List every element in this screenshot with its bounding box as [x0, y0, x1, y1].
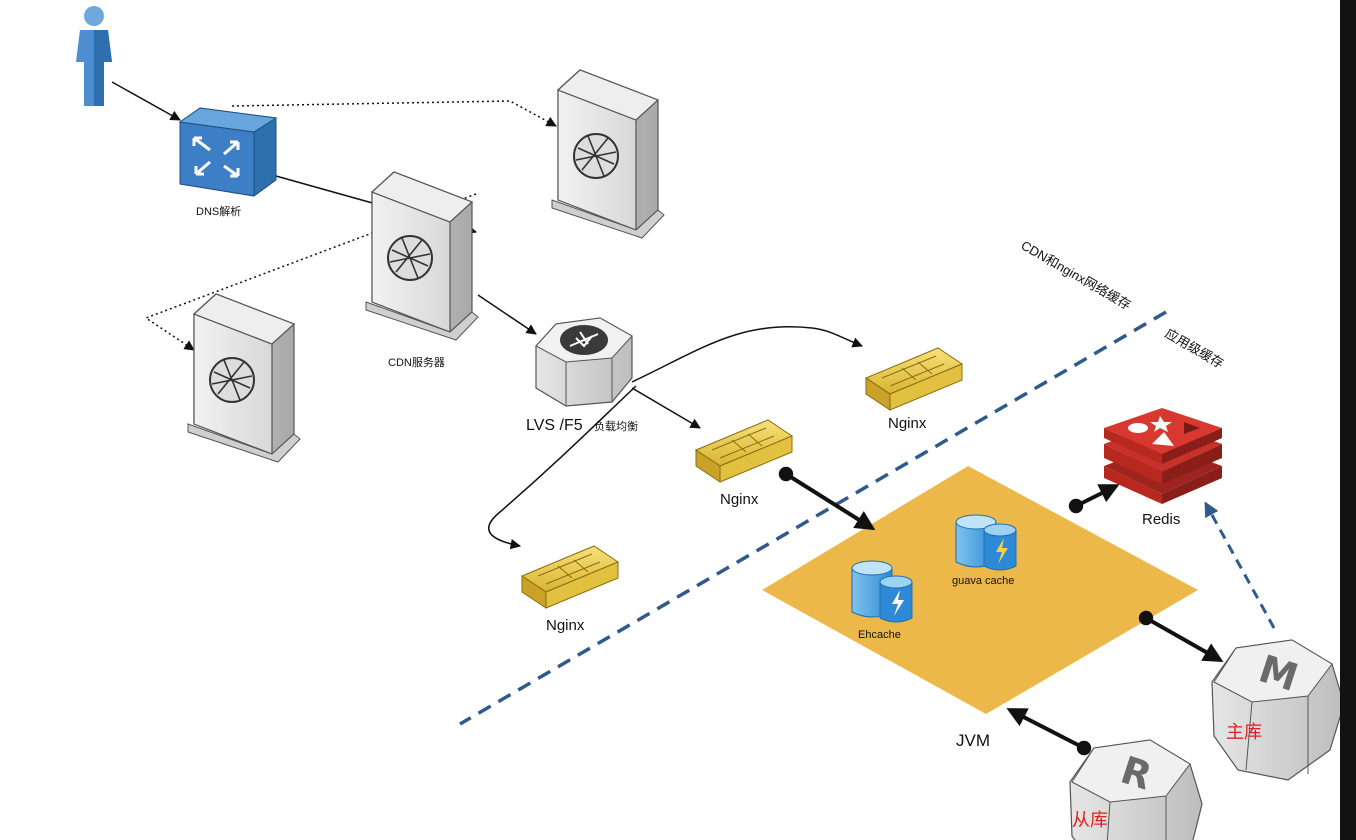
- cdn-server-label: CDN服务器: [388, 356, 445, 369]
- guava-label: guava cache: [952, 575, 1014, 587]
- nginx-brick-icon-mid: [695, 419, 793, 483]
- user-icon: [76, 6, 112, 106]
- dns-label: DNS解析: [196, 204, 241, 218]
- jvm-area: [762, 466, 1198, 714]
- edge-jvm-master: [1138, 610, 1224, 662]
- lvs-sub-label: 负载均衡: [594, 419, 638, 433]
- window-edge: [1340, 0, 1356, 840]
- zone-app-label: 应用级缓存: [1163, 326, 1227, 371]
- edge-nginx-jvm: [778, 466, 876, 531]
- cache-database-icon-ehcache: [851, 560, 913, 623]
- database-octagon-icon-master: M: [1211, 639, 1345, 781]
- edge-lvs-nginx-top: [631, 325, 863, 383]
- router-icon: [178, 107, 278, 197]
- lvs-label: LVS /F5: [526, 417, 583, 434]
- database-octagon-icon-slave: R: [1069, 739, 1203, 840]
- server-icon-cdn-main: [365, 171, 479, 341]
- master-db-label: 主库: [1226, 722, 1262, 743]
- cache-database-icon-guava: [955, 514, 1017, 571]
- edge-jvm-redis: [1068, 484, 1120, 514]
- edge-lvs-nginx-mid: [631, 387, 701, 429]
- zone-network-label: CDN和nginx网络缓存: [1019, 238, 1134, 313]
- nginx-mid-label: Nginx: [720, 491, 759, 508]
- load-balancer-icon: [535, 317, 633, 407]
- nginx-brick-icon-top: [865, 347, 963, 411]
- redis-label: Redis: [1142, 511, 1180, 528]
- nginx-top-label: Nginx: [888, 415, 927, 432]
- edge-user-dns: [111, 81, 181, 121]
- edge-dns-cdn-top: [231, 100, 557, 127]
- redis-icon: [1104, 408, 1222, 504]
- edge-master-redis: [1204, 501, 1276, 629]
- edge-slave-jvm: [1006, 708, 1092, 756]
- edge-dns-cdn-left: [144, 193, 477, 351]
- nginx-brick-icon-bottom: [521, 545, 619, 609]
- slave-db-label: 从库: [1072, 810, 1108, 831]
- server-icon-cdn-left: [187, 293, 301, 463]
- jvm-label: JVM: [956, 731, 990, 750]
- edge-cdn-lvs: [477, 294, 537, 335]
- nginx-bottom-label: Nginx: [546, 617, 585, 634]
- edge-lvs-nginx-bottom: [488, 385, 637, 550]
- ehcache-label: Ehcache: [858, 629, 901, 641]
- server-icon-cdn-top: [551, 69, 665, 239]
